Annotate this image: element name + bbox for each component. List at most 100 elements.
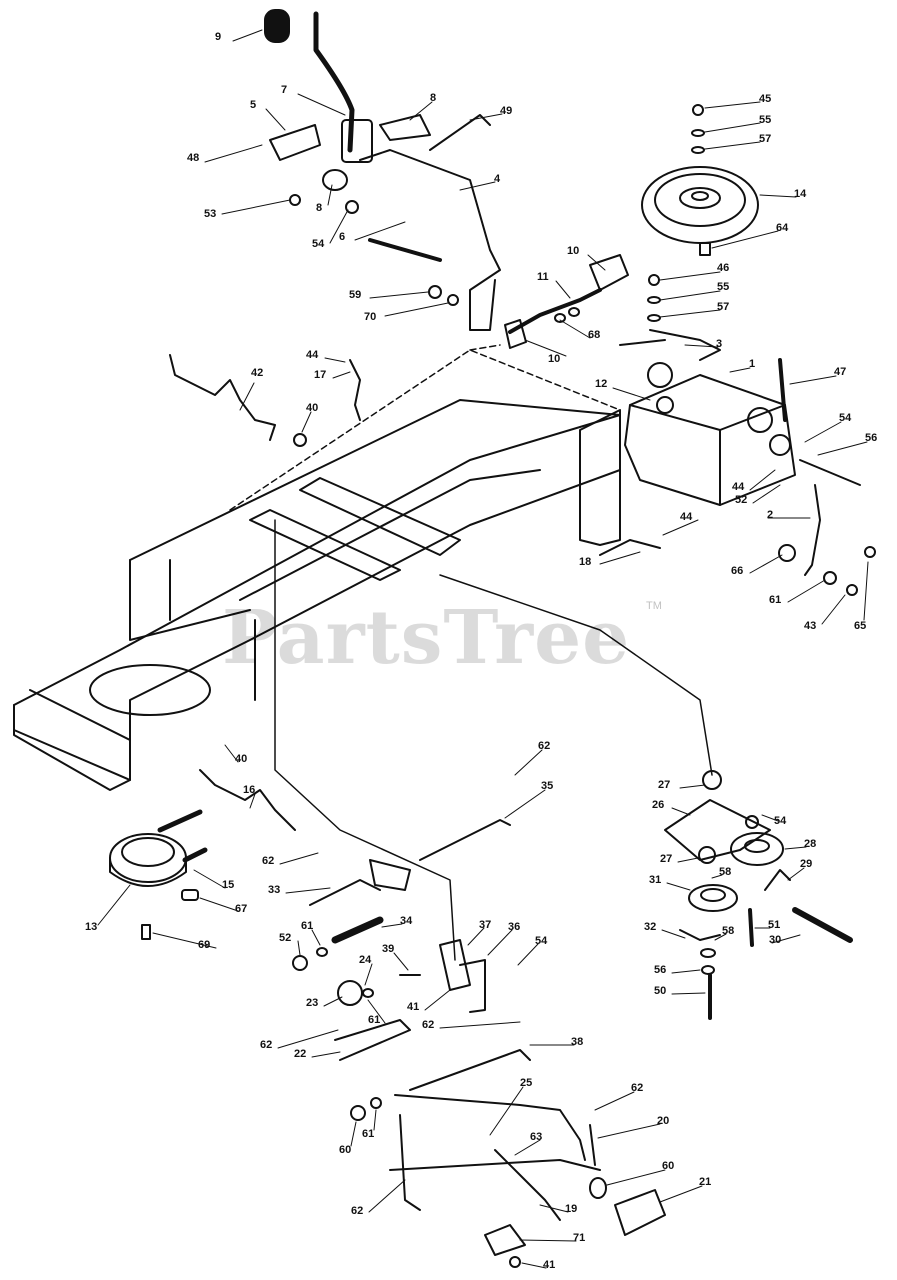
- part-callout-16[interactable]: 16: [243, 784, 256, 796]
- part-callout-44[interactable]: 44: [306, 349, 319, 361]
- part-callout-52[interactable]: 52: [735, 494, 748, 506]
- part-callout-23[interactable]: 23: [306, 997, 319, 1009]
- part-callout-41[interactable]: 41: [543, 1259, 556, 1271]
- part-callout-13[interactable]: 13: [85, 921, 98, 933]
- part-callout-56[interactable]: 56: [654, 964, 667, 976]
- part-callout-64[interactable]: 64: [776, 222, 789, 234]
- part-callout-27[interactable]: 27: [658, 779, 671, 791]
- part-callout-62[interactable]: 62: [260, 1039, 273, 1051]
- part-callout-66[interactable]: 66: [731, 565, 744, 577]
- part-callout-54[interactable]: 54: [839, 412, 852, 424]
- part-callout-1[interactable]: 1: [749, 358, 756, 370]
- part-callout-54[interactable]: 54: [312, 238, 325, 250]
- part-callout-62[interactable]: 62: [538, 740, 551, 752]
- part-callout-46[interactable]: 46: [717, 262, 730, 274]
- part-callout-6[interactable]: 6: [339, 231, 346, 243]
- part-callout-27[interactable]: 27: [660, 853, 673, 865]
- part-callout-61[interactable]: 61: [368, 1014, 381, 1026]
- part-callout-44[interactable]: 44: [732, 481, 745, 493]
- part-callout-69[interactable]: 69: [198, 939, 211, 951]
- part-callout-15[interactable]: 15: [222, 879, 235, 891]
- part-callout-34[interactable]: 34: [400, 915, 413, 927]
- part-callout-41[interactable]: 41: [407, 1001, 420, 1013]
- part-callout-24[interactable]: 24: [359, 954, 372, 966]
- part-callout-55[interactable]: 55: [759, 114, 772, 126]
- part-callout-14[interactable]: 14: [794, 188, 807, 200]
- part-callout-57[interactable]: 57: [717, 301, 730, 313]
- part-callout-33[interactable]: 33: [268, 884, 281, 896]
- part-callout-39[interactable]: 39: [382, 943, 395, 955]
- part-callout-61[interactable]: 61: [362, 1128, 375, 1140]
- idler-bracket: [664, 770, 853, 1020]
- part-callout-37[interactable]: 37: [479, 919, 492, 931]
- part-callout-44[interactable]: 44: [680, 511, 693, 523]
- part-callout-63[interactable]: 63: [530, 1131, 543, 1143]
- part-callout-2[interactable]: 2: [767, 509, 774, 521]
- transmission-pulley: [641, 104, 759, 322]
- part-callout-21[interactable]: 21: [699, 1176, 712, 1188]
- part-callout-47[interactable]: 47: [834, 366, 847, 378]
- part-callout-53[interactable]: 53: [204, 208, 217, 220]
- part-callout-58[interactable]: 58: [722, 925, 735, 937]
- part-callout-60[interactable]: 60: [662, 1160, 675, 1172]
- part-callout-3[interactable]: 3: [716, 338, 723, 350]
- part-callout-68[interactable]: 68: [588, 329, 601, 341]
- part-callout-40[interactable]: 40: [235, 753, 248, 765]
- part-callout-62[interactable]: 62: [422, 1019, 435, 1031]
- part-callout-51[interactable]: 51: [768, 919, 781, 931]
- part-callout-54[interactable]: 54: [535, 935, 548, 947]
- part-callout-70[interactable]: 70: [364, 311, 377, 323]
- part-callout-17[interactable]: 17: [314, 369, 327, 381]
- part-callout-57[interactable]: 57: [759, 133, 772, 145]
- part-callout-43[interactable]: 43: [804, 620, 817, 632]
- part-callout-49[interactable]: 49: [500, 105, 513, 117]
- part-callout-61[interactable]: 61: [769, 594, 782, 606]
- part-callout-58[interactable]: 58: [719, 866, 732, 878]
- part-callout-50[interactable]: 50: [654, 985, 667, 997]
- part-callout-28[interactable]: 28: [804, 838, 817, 850]
- part-callout-62[interactable]: 62: [351, 1205, 364, 1217]
- part-callout-19[interactable]: 19: [565, 1203, 578, 1215]
- part-callout-8[interactable]: 8: [316, 202, 323, 214]
- part-callout-25[interactable]: 25: [520, 1077, 533, 1089]
- part-callout-12[interactable]: 12: [595, 378, 608, 390]
- part-callout-9[interactable]: 9: [215, 31, 222, 43]
- right-arm: [599, 484, 876, 596]
- part-callout-22[interactable]: 22: [294, 1048, 307, 1060]
- part-callout-10[interactable]: 10: [548, 353, 561, 365]
- part-callout-52[interactable]: 52: [279, 932, 292, 944]
- part-callout-30[interactable]: 30: [769, 934, 782, 946]
- part-callout-60[interactable]: 60: [339, 1144, 352, 1156]
- part-callout-67[interactable]: 67: [235, 903, 248, 915]
- part-callout-38[interactable]: 38: [571, 1036, 584, 1048]
- part-callout-42[interactable]: 42: [251, 367, 264, 379]
- part-callout-5[interactable]: 5: [250, 99, 257, 111]
- part-callout-55[interactable]: 55: [717, 281, 730, 293]
- part-callout-61[interactable]: 61: [301, 920, 314, 932]
- part-callout-45[interactable]: 45: [759, 93, 772, 105]
- part-callout-71[interactable]: 71: [573, 1232, 586, 1244]
- part-callout-36[interactable]: 36: [508, 921, 521, 933]
- part-callout-18[interactable]: 18: [579, 556, 592, 568]
- part-callout-62[interactable]: 62: [262, 855, 275, 867]
- brake-linkage: [292, 819, 531, 1091]
- part-callout-29[interactable]: 29: [800, 858, 813, 870]
- part-callout-4[interactable]: 4: [494, 173, 501, 185]
- part-callout-8[interactable]: 8: [430, 92, 437, 104]
- part-callout-65[interactable]: 65: [854, 620, 867, 632]
- part-callout-59[interactable]: 59: [349, 289, 362, 301]
- part-callout-26[interactable]: 26: [652, 799, 665, 811]
- part-callout-31[interactable]: 31: [649, 874, 662, 886]
- part-callout-62[interactable]: 62: [631, 1082, 644, 1094]
- part-callout-54[interactable]: 54: [774, 815, 787, 827]
- part-callout-40[interactable]: 40: [306, 402, 319, 414]
- part-callout-32[interactable]: 32: [644, 921, 657, 933]
- part-callout-48[interactable]: 48: [187, 152, 200, 164]
- part-callout-20[interactable]: 20: [657, 1115, 670, 1127]
- part-callout-35[interactable]: 35: [541, 780, 554, 792]
- part-callout-7[interactable]: 7: [281, 84, 288, 96]
- part-callout-56[interactable]: 56: [865, 432, 878, 444]
- part-callout-10[interactable]: 10: [567, 245, 580, 257]
- part-callout-11[interactable]: 11: [537, 271, 549, 283]
